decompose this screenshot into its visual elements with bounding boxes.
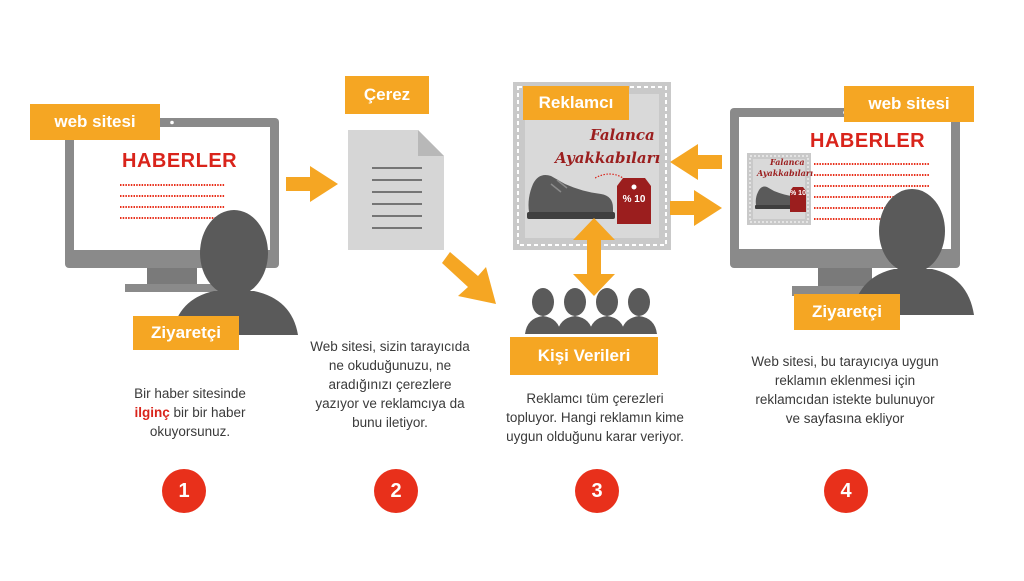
desc-line: bunu iletiyor. bbox=[290, 413, 490, 432]
desc-line: okuyorsunuz. bbox=[95, 422, 285, 441]
step-number-4: 4 bbox=[824, 469, 868, 513]
double-arrow-vertical-icon bbox=[573, 218, 615, 296]
website-tag-4: web sitesi bbox=[844, 86, 974, 122]
website-tag-1: web sitesi bbox=[30, 104, 160, 140]
personal-data-tag: Kişi Verileri bbox=[510, 337, 658, 375]
ad-brand-line-2-small: Ayakkabıları bbox=[757, 168, 813, 178]
news-headline-1: HABERLER bbox=[122, 150, 237, 173]
desc-line: topluyor. Hangi reklamın kime bbox=[485, 408, 705, 427]
desc-line: Web sitesi, bu tarayıcıya uygun bbox=[730, 352, 960, 371]
cookie-document-icon bbox=[348, 130, 444, 250]
ad-brand-line-2: Ayakkabıları bbox=[555, 149, 660, 167]
step-1: HABERLER web sitesi Ziyaretçi Bir haber … bbox=[0, 0, 280, 520]
visitor-tag-4: Ziyaretçi bbox=[794, 294, 900, 330]
desc-line: reklamcıdan istekte bulunuyor bbox=[730, 390, 960, 409]
desc-line: ve sayfasına ekliyor bbox=[730, 409, 960, 428]
ad-brand-line-1: Falanca bbox=[590, 126, 655, 144]
step-2-description: Web sitesi, sizin tarayıcıda ne okuduğun… bbox=[290, 337, 490, 432]
step-4-description: Web sitesi, bu tarayıcıya uygun reklamın… bbox=[730, 352, 960, 428]
step-3: Falanca Ayakkabıları % 10 Reklamcı Kişi … bbox=[495, 0, 705, 520]
desc-line: aradığınızı çerezlere bbox=[290, 375, 490, 394]
arrow-left-icon bbox=[670, 144, 722, 180]
desc-line: reklamın eklenmesi için bbox=[730, 371, 960, 390]
desc-line: Web sitesi, sizin tarayıcıda bbox=[290, 337, 490, 356]
arrow-right-icon bbox=[670, 190, 722, 226]
step-3-description: Reklamcı tüm çerezleri topluyor. Hangi r… bbox=[485, 389, 705, 446]
dotted-arc bbox=[595, 168, 625, 188]
desc-line: yazıyor ve reklamcıya da bbox=[290, 394, 490, 413]
cookie-tag: Çerez bbox=[345, 76, 429, 114]
price-tag-text: % 10 bbox=[619, 194, 649, 205]
step-number-2: 2 bbox=[374, 469, 418, 513]
step-number-3: 3 bbox=[575, 469, 619, 513]
step-4: HABERLER Falanca Ayakkabıları % 10 web s… bbox=[730, 0, 1024, 520]
price-tag-text-small: % 10 bbox=[789, 190, 807, 198]
desc-line: ilginç bir bir haber bbox=[95, 403, 285, 422]
visitor-tag-1: Ziyaretçi bbox=[133, 316, 239, 350]
desc-line-rest: bir bir haber bbox=[173, 405, 245, 420]
step-1-description: Bir haber sitesinde ilginç bir bir haber… bbox=[95, 384, 285, 441]
desc-line: Bir haber sitesinde bbox=[95, 384, 285, 403]
ad-brand-line-1-small: Falanca bbox=[770, 157, 805, 167]
desc-line: uygun olduğunu karar veriyor. bbox=[485, 427, 705, 446]
desc-line: ne okuduğunuzu, ne bbox=[290, 356, 490, 375]
desc-line: Reklamcı tüm çerezleri bbox=[485, 389, 705, 408]
highlight-word: ilginç bbox=[134, 405, 169, 420]
step-number-1: 1 bbox=[162, 469, 206, 513]
news-headline-4: HABERLER bbox=[810, 130, 925, 153]
advertiser-tag: Reklamcı bbox=[523, 86, 629, 120]
